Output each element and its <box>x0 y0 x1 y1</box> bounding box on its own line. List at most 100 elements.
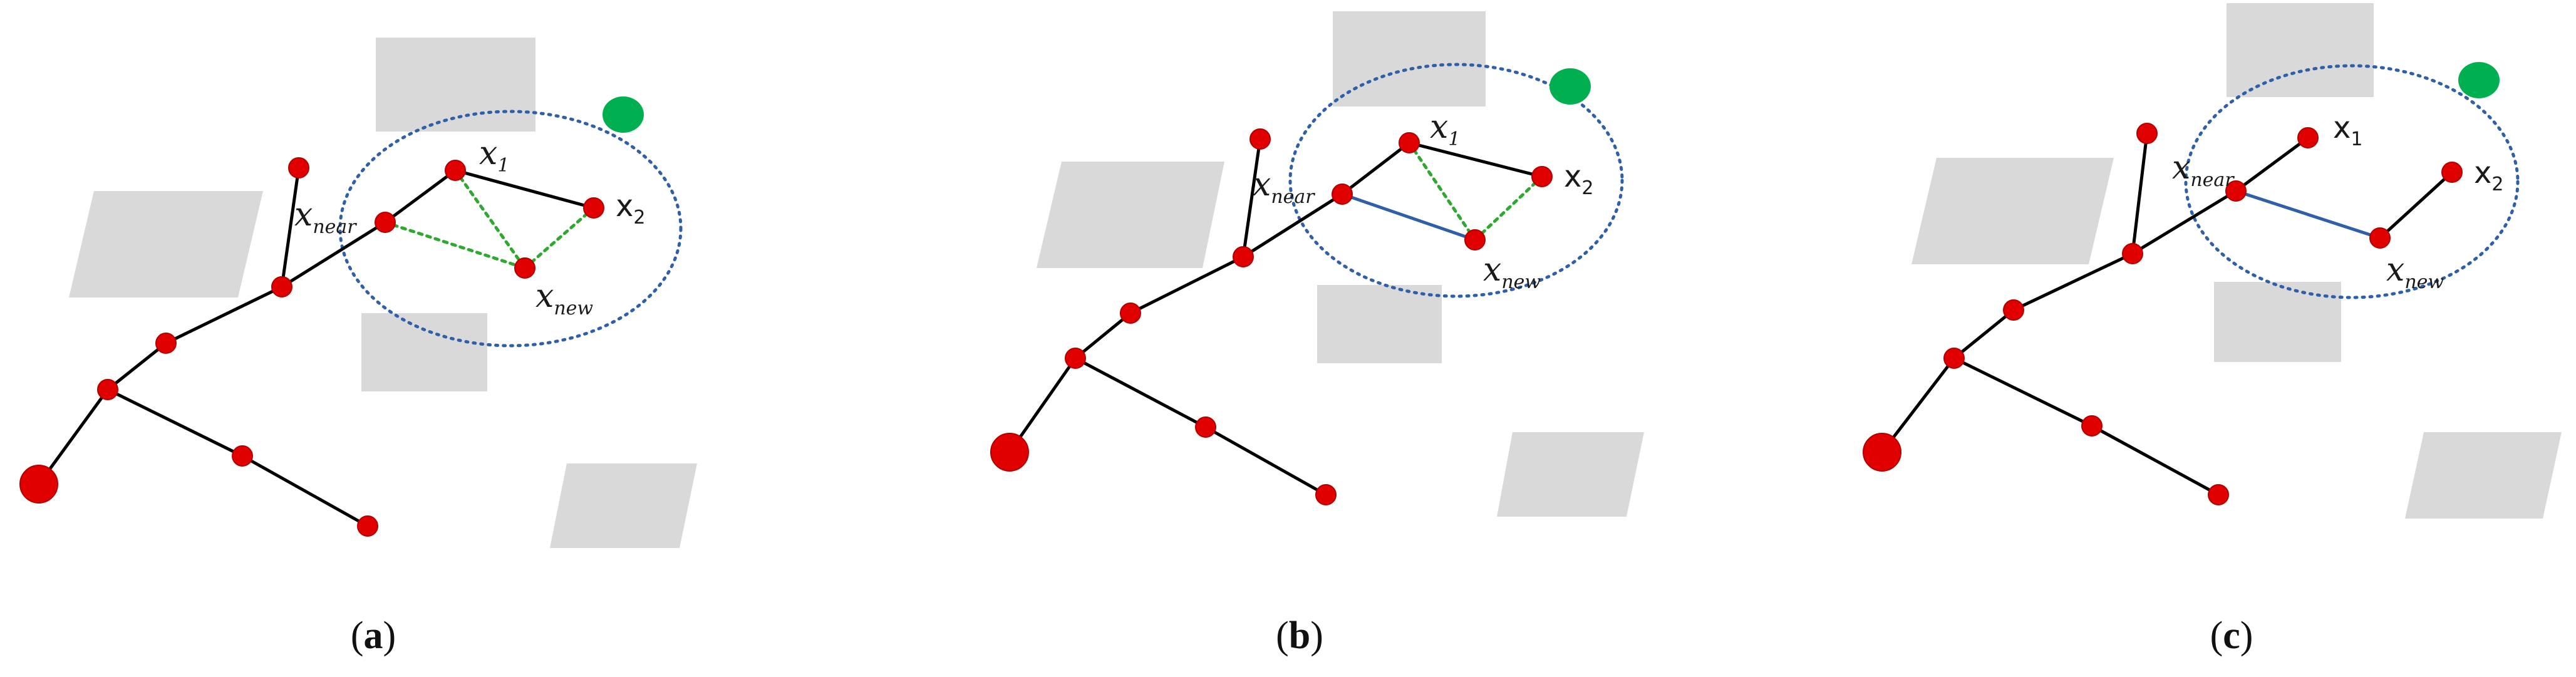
tree-node <box>1943 348 1965 369</box>
panel-caption: (b) <box>1276 614 1323 657</box>
x-new-label: xnew <box>1483 251 1541 293</box>
root-node <box>1863 433 1901 472</box>
goal-node <box>2458 62 2500 98</box>
tree-edge <box>1204 425 1327 497</box>
goal-node <box>603 96 644 133</box>
tree-edge <box>241 454 369 528</box>
obstacle <box>1333 11 1486 106</box>
tree-edge <box>37 388 110 485</box>
x-near-label: xnear <box>2172 149 2235 191</box>
tree-node <box>357 515 378 537</box>
obstacle <box>2227 3 2374 97</box>
obstacle <box>1317 285 1442 363</box>
obstacle <box>2214 282 2341 362</box>
candidate-edge <box>523 206 596 270</box>
tree-edge <box>281 220 386 289</box>
tree-edge <box>455 168 594 210</box>
obstacle <box>1911 158 2114 264</box>
tree-node <box>155 333 177 354</box>
candidate-edge <box>1473 175 1544 242</box>
x1-node <box>2297 127 2319 148</box>
x-new-label: xnew <box>535 277 593 319</box>
tree-edge <box>1881 357 1955 453</box>
neighborhood-circle <box>338 110 683 348</box>
tree-edge <box>1129 255 1244 315</box>
panel-caption: (c) <box>2210 614 2253 657</box>
candidate-edge <box>453 168 527 270</box>
tree-node <box>97 379 118 400</box>
tree-node <box>1195 416 1216 438</box>
x-near-node <box>1332 183 1353 205</box>
x2-label: x2 <box>1564 159 1594 199</box>
x-new-node <box>1464 229 1486 251</box>
tree-node <box>288 157 309 178</box>
x1-node <box>445 160 466 181</box>
obstacle <box>2405 432 2562 519</box>
tree-edge <box>1341 142 1410 195</box>
tree-edge <box>2091 424 2220 497</box>
tree-edge <box>1074 356 1207 429</box>
rewired-edge <box>2235 189 2381 240</box>
tree-edge <box>2131 133 2149 254</box>
rewired-edge <box>1342 192 1476 242</box>
neighborhood-circle <box>1288 63 1624 298</box>
tree-edge <box>2379 171 2453 239</box>
neighborhood-circle <box>2184 64 2520 299</box>
tree-edge <box>1953 309 2015 359</box>
tree-node <box>2208 484 2229 505</box>
tree-node <box>1249 128 1271 150</box>
candidate-edge <box>383 220 527 270</box>
x-new-node <box>2369 227 2391 249</box>
tree-node <box>2136 123 2158 144</box>
tree-edge <box>2235 136 2309 193</box>
goal-node <box>1549 68 1591 105</box>
panel-c: x1 x2 xnear xnew (c) <box>1863 3 2562 657</box>
obstacle <box>376 38 535 132</box>
tree-edge <box>280 167 301 287</box>
x2-label: x2 <box>2474 155 2504 195</box>
panel-b: x1 x2 xnear xnew (b) <box>990 11 1644 657</box>
tree-node <box>1065 348 1086 369</box>
tree-edge <box>1953 356 2093 428</box>
root-node <box>19 465 58 504</box>
x2-node <box>583 197 604 219</box>
tree-edge <box>384 168 457 224</box>
tree-edge <box>1242 192 1343 259</box>
x2-node <box>1531 166 1553 187</box>
tree-edge <box>2131 189 2237 256</box>
obstacle <box>1037 162 1224 268</box>
tree-edge <box>1241 138 1262 257</box>
obstacle <box>1497 432 1644 517</box>
x1-label: x1 <box>2333 110 2363 150</box>
tree-edge <box>1409 141 1543 178</box>
obstacle <box>361 313 487 391</box>
x1-label: x1 <box>479 135 509 177</box>
obstacle <box>550 463 697 548</box>
x-near-node <box>2225 180 2247 202</box>
x-near-label: xnear <box>1253 166 1315 208</box>
x1-label: x1 <box>1430 108 1460 150</box>
tree-node <box>271 276 292 297</box>
tree-node <box>1315 484 1337 505</box>
x2-node <box>2441 162 2463 183</box>
x2-label: x2 <box>616 189 646 229</box>
tree-edge <box>165 285 283 345</box>
tree-node <box>232 445 253 467</box>
tree-edge <box>106 342 167 391</box>
candidate-edge <box>1407 141 1477 242</box>
panel-a: x1 x2 xnear xnew (a) <box>19 38 697 657</box>
tree-edge <box>1074 312 1132 359</box>
obstacle <box>69 191 263 297</box>
tree-node <box>2003 299 2024 321</box>
panel-caption: (a) <box>351 614 396 657</box>
tree-node <box>1233 246 1254 267</box>
tree-edge <box>2012 252 2134 312</box>
tree-node <box>1120 302 1141 324</box>
x1-node <box>1399 132 1420 153</box>
x-near-label: xnear <box>294 196 357 238</box>
x-new-label: xnew <box>2386 251 2444 293</box>
x-near-node <box>375 212 396 233</box>
root-node <box>990 433 1029 472</box>
tree-node <box>2081 415 2103 437</box>
